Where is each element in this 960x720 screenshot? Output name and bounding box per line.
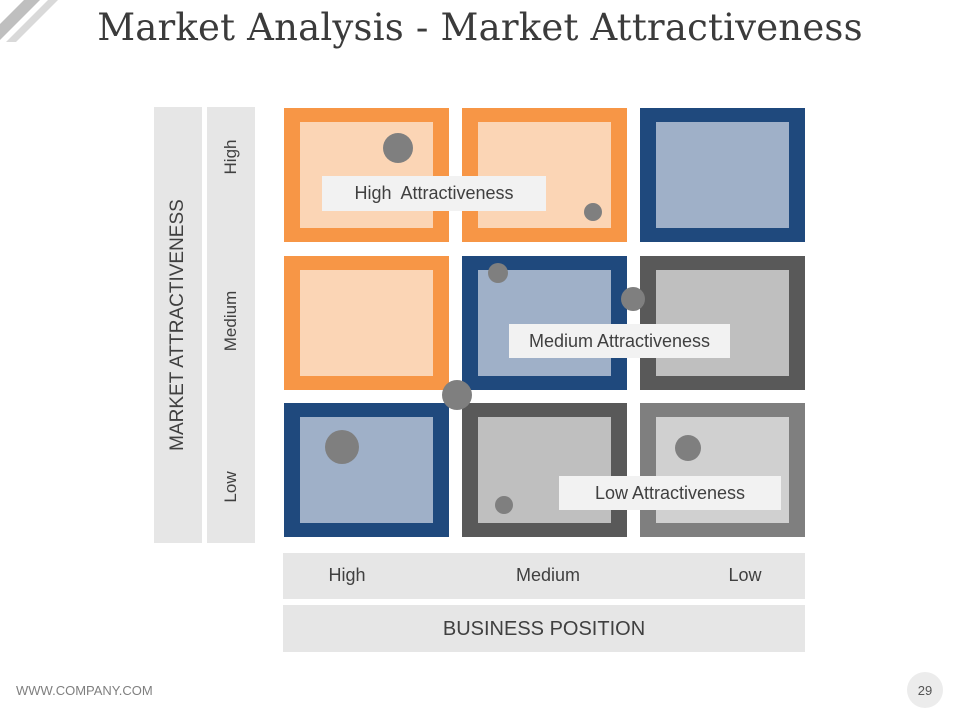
zone-label-medium: Medium Attractiveness bbox=[509, 324, 730, 358]
x-axis-title: BUSINESS POSITION bbox=[442, 618, 646, 640]
cell-high-medium bbox=[462, 108, 627, 242]
cell-low-low bbox=[640, 403, 805, 537]
bubble bbox=[488, 263, 508, 283]
bubble bbox=[383, 133, 413, 163]
cell-medium-high bbox=[284, 256, 449, 390]
y-axis-title-band: MARKET ATTRACTIVENESS bbox=[154, 107, 202, 543]
bubble bbox=[584, 203, 602, 221]
zone-label-low: Low Attractiveness bbox=[559, 476, 781, 510]
x-axis-title-band: BUSINESS POSITION bbox=[283, 605, 805, 652]
bubble bbox=[325, 430, 359, 464]
zone-label-high: High Attractiveness bbox=[322, 176, 546, 211]
page-title: Market Analysis - Market Attractiveness bbox=[97, 6, 863, 49]
bubble bbox=[495, 496, 513, 514]
cell-low-high bbox=[284, 403, 449, 537]
cell-medium-medium bbox=[462, 256, 627, 390]
x-level-medium: Medium bbox=[515, 565, 581, 585]
bubble bbox=[442, 380, 472, 410]
y-axis-levels-band: High Medium Low bbox=[207, 107, 255, 543]
cell-high-low bbox=[640, 108, 805, 242]
bubble bbox=[621, 287, 645, 311]
x-level-low: Low bbox=[728, 565, 762, 585]
y-level-high: High bbox=[221, 139, 240, 175]
x-level-high: High bbox=[328, 565, 366, 585]
y-axis-title: MARKET ATTRACTIVENESS bbox=[167, 199, 188, 451]
cell-low-medium bbox=[462, 403, 627, 537]
corner-logo-icon bbox=[0, 0, 58, 42]
bubble bbox=[675, 435, 701, 461]
x-axis-levels-band: High Medium Low bbox=[283, 553, 805, 599]
cell-medium-low bbox=[640, 256, 805, 390]
footer-website: WWW.COMPANY.COM bbox=[16, 683, 153, 698]
y-level-low: Low bbox=[221, 471, 240, 503]
y-level-medium: Medium bbox=[221, 290, 240, 352]
page-number: 29 bbox=[907, 672, 943, 708]
cell-high-high bbox=[284, 108, 449, 242]
